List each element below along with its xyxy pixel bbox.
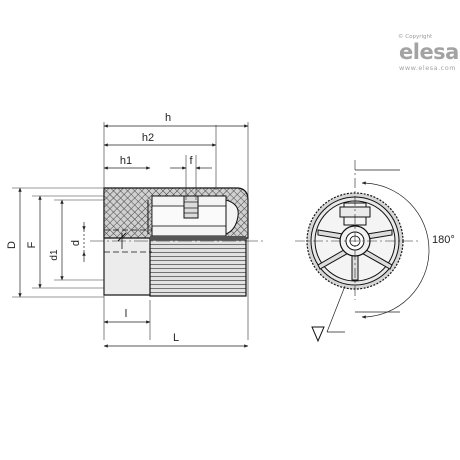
set-screw <box>183 195 199 219</box>
side-view <box>90 187 265 297</box>
copyright-text: © Copyright <box>398 34 433 40</box>
brand-logo: elesa <box>399 40 459 64</box>
extension-lines <box>12 122 249 340</box>
label-D: D <box>6 241 18 249</box>
label-L: L <box>173 332 179 344</box>
label-f: f <box>189 155 193 167</box>
knob-ribbed-grip <box>149 237 247 297</box>
label-h2-text: h2 <box>142 132 154 144</box>
label-h1: h1 <box>120 155 132 167</box>
label-h: h <box>165 112 171 124</box>
vertical-dimensions <box>18 187 86 298</box>
label-F: F <box>26 241 38 248</box>
horizontal-dimensions <box>103 124 249 348</box>
label-l: l <box>125 308 127 320</box>
angle-indicator <box>355 169 430 319</box>
dimension-labels: h h2 h1 f l L D F d1 d 180° <box>6 112 455 344</box>
label-d1: d1 <box>49 249 60 261</box>
label-d: d <box>70 240 82 246</box>
triangle-symbol <box>311 285 346 343</box>
brand-url: www.elesa.com <box>399 64 457 72</box>
label-angle: 180° <box>432 234 455 246</box>
label-h2: h2 <box>142 132 154 144</box>
front-view <box>295 160 418 300</box>
